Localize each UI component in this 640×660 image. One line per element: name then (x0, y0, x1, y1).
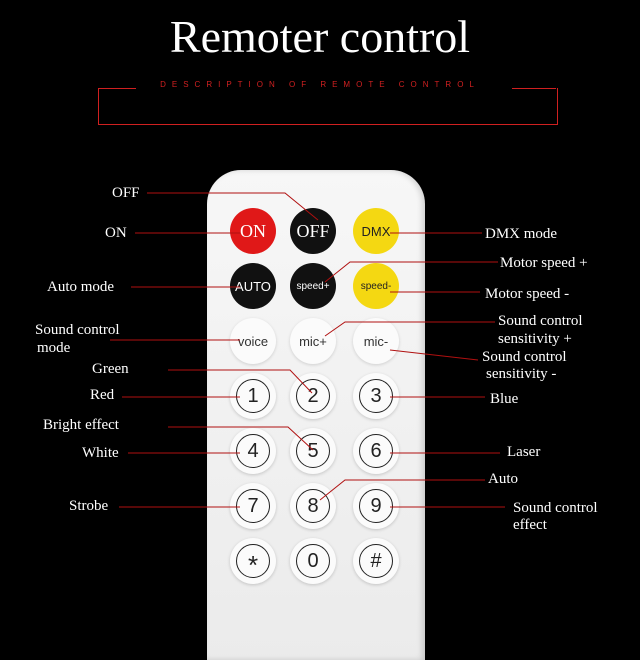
label-sound-control-mode-2: mode (37, 340, 71, 356)
label-motor-speed-plus: Motor speed + (500, 255, 588, 271)
label-sound-effect-2: effect (513, 517, 547, 533)
auto-button[interactable]: AUTO (230, 263, 276, 309)
frame-top-right-line (512, 88, 556, 89)
number-3-button[interactable]: 3 (353, 373, 399, 419)
off-button[interactable]: OFF (290, 208, 336, 254)
mic-minus-button-label: mic- (363, 333, 389, 349)
mic-plus-button[interactable]: mic+ (290, 318, 336, 364)
label-sens-plus-2: sensitivity + (498, 331, 572, 347)
number-3-label: 3 (359, 379, 393, 413)
number-8-button[interactable]: 8 (290, 483, 336, 529)
off-button-label: OFF (296, 220, 330, 241)
number-4-label: 4 (236, 434, 270, 468)
number-7-button[interactable]: 7 (230, 483, 276, 529)
speed-minus-button-label: speed- (360, 280, 392, 292)
number-7-label: 7 (236, 489, 270, 523)
label-dmx-mode: DMX mode (485, 226, 558, 242)
remote-control: ON OFF DMX AUTO speed+ speed- voice mic+… (207, 170, 425, 660)
on-button-label: ON (240, 220, 266, 241)
mic-minus-button[interactable]: mic- (353, 318, 399, 364)
auto-button-label: AUTO (235, 278, 271, 294)
page-title: Remoter control (169, 11, 471, 62)
label-sens-minus-1: Sound control (482, 349, 567, 365)
label-auto: Auto (488, 471, 518, 487)
frame-top-left-line (98, 88, 136, 89)
number-4-button[interactable]: 4 (230, 428, 276, 474)
number-5-label: 5 (296, 434, 330, 468)
on-button[interactable]: ON (230, 208, 276, 254)
label-laser: Laser (507, 444, 541, 460)
label-auto-mode: Auto mode (47, 279, 115, 295)
label-sound-control-mode-1: Sound control (35, 322, 120, 338)
label-on: ON (105, 225, 127, 241)
number-6-button[interactable]: 6 (353, 428, 399, 474)
number-2-label: 2 (296, 379, 330, 413)
number-5-button[interactable]: 5 (290, 428, 336, 474)
page-subtitle: DESCRIPTION OF REMOTE CONTROL (160, 80, 480, 89)
number-0-label: 0 (296, 544, 330, 578)
star-button[interactable]: * (230, 538, 276, 584)
speed-minus-button[interactable]: speed- (353, 263, 399, 309)
label-strobe: Strobe (69, 498, 109, 514)
speed-plus-button[interactable]: speed+ (290, 263, 336, 309)
label-white: White (82, 445, 119, 461)
number-6-label: 6 (359, 434, 393, 468)
hash-label: # (359, 544, 393, 578)
number-1-button[interactable]: 1 (230, 373, 276, 419)
dmx-button[interactable]: DMX (353, 208, 399, 254)
label-sound-effect-1: Sound control (513, 500, 598, 516)
number-8-label: 8 (296, 489, 330, 523)
voice-button[interactable]: voice (230, 318, 276, 364)
label-off: OFF (112, 185, 140, 201)
label-green: Green (92, 361, 129, 377)
mic-plus-button-label: mic+ (299, 333, 327, 349)
label-motor-speed-minus: Motor speed - (485, 286, 570, 302)
number-9-label: 9 (359, 489, 393, 523)
speed-plus-button-label: speed+ (296, 280, 330, 292)
subtitle-frame (98, 88, 558, 125)
number-1-label: 1 (236, 379, 270, 413)
label-blue: Blue (490, 391, 519, 407)
label-red: Red (90, 387, 115, 403)
label-sens-plus-1: Sound control (498, 313, 583, 329)
label-sens-minus-2: sensitivity - (486, 366, 557, 382)
hash-button[interactable]: # (353, 538, 399, 584)
star-label: * (236, 544, 270, 580)
number-2-button[interactable]: 2 (290, 373, 336, 419)
number-0-button[interactable]: 0 (290, 538, 336, 584)
label-bright-effect: Bright effect (43, 417, 119, 433)
voice-button-label: voice (237, 333, 269, 349)
number-9-button[interactable]: 9 (353, 483, 399, 529)
dmx-button-label: DMX (361, 223, 391, 239)
